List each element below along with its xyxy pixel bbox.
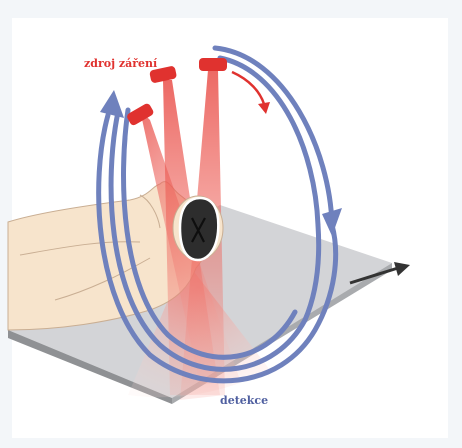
- source-emitter-3: [199, 58, 227, 71]
- head-cross-section: [173, 196, 223, 260]
- source-rotation-arrow: [232, 72, 270, 114]
- rotation-orbit-back: [215, 48, 332, 225]
- source-label: zdroj záření: [84, 57, 157, 70]
- detection-label: detekce: [220, 394, 268, 407]
